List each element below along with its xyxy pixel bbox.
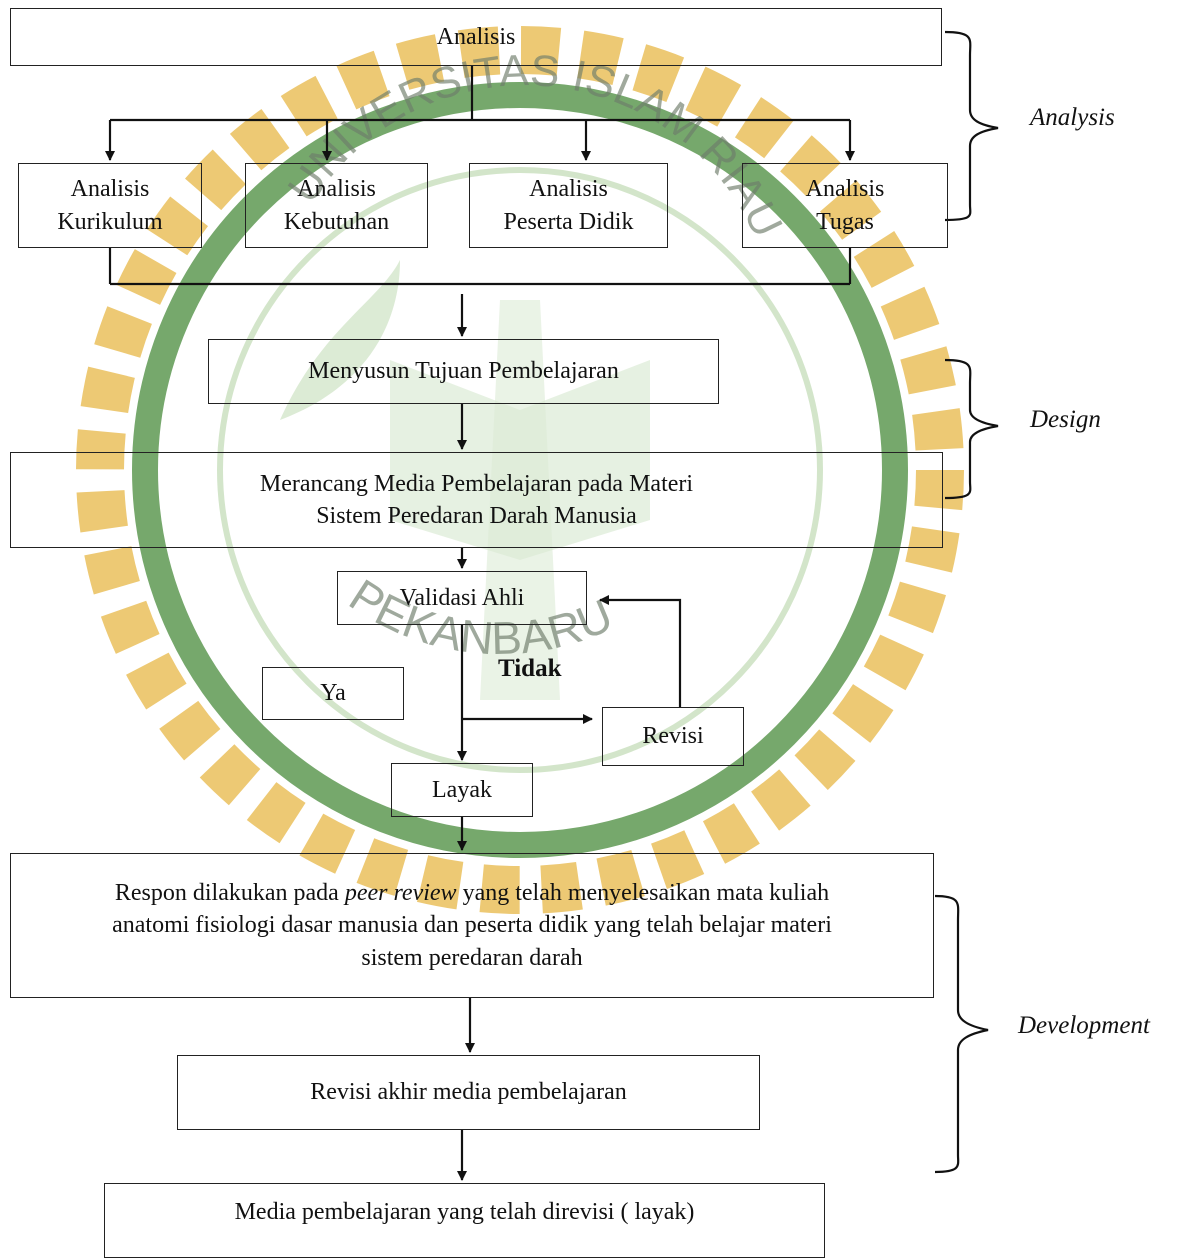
kurikulum-line1: Analisis — [70, 176, 150, 203]
respon-line1: Respon dilakukan pada peer review yang t… — [112, 877, 832, 909]
respon-line1-end: yang telah menyelesaikan mata kuliah — [456, 879, 830, 906]
box-revisi-akhir: Revisi akhir media pembelajaran — [177, 1055, 760, 1130]
box-ya: Ya — [262, 667, 404, 720]
brace-design — [944, 358, 999, 500]
box-revisi: Revisi — [602, 707, 744, 766]
kebutuhan-line2: Kebutuhan — [283, 208, 390, 235]
seal-inner-ring — [132, 82, 908, 858]
peserta-line2: Peserta Didik — [503, 208, 634, 235]
arrow-revisi-back — [599, 595, 682, 707]
ya-label: Ya — [320, 680, 346, 707]
tujuan-label: Menyusun Tujuan Pembelajaran — [308, 358, 619, 385]
box-analisis-label: Analisis — [436, 23, 516, 50]
kebutuhan-line1: Analisis — [297, 176, 376, 203]
respon-line3: sistem peredaran darah — [361, 944, 583, 971]
seal-outer-ring — [76, 26, 964, 914]
box-merancang-media: Merancang Media Pembelajaran pada Materi… — [10, 452, 943, 548]
box-respon: Respon dilakukan pada peer review yang t… — [10, 853, 934, 998]
box-analisis-tugas: Analisis Tugas — [742, 163, 948, 248]
media-hasil-label: Media pembelajaran yang telah direvisi (… — [234, 1199, 695, 1225]
layak-label: Layak — [432, 776, 492, 803]
tugas-line2: Tugas — [816, 208, 874, 235]
phase-development: Development — [1018, 1012, 1150, 1039]
box-validasi-ahli: Validasi Ahli — [337, 571, 587, 625]
box-analisis: Analisis — [10, 8, 942, 66]
box-media-hasil: Media pembelajaran yang telah direvisi (… — [104, 1183, 825, 1258]
tugas-line1: Analisis — [805, 176, 885, 203]
box-analisis-kurikulum: Analisis Kurikulum — [18, 163, 202, 248]
respon-line2: anatomi fisiologi dasar manusia dan pese… — [112, 912, 832, 939]
seal-tower-shape — [480, 300, 560, 700]
kurikulum-line2: Kurikulum — [57, 208, 163, 235]
brace-development — [934, 894, 989, 1174]
respon-line1-start: Respon dilakukan pada — [114, 879, 345, 906]
seal-leaf-shape — [280, 260, 400, 420]
peserta-line1: Analisis — [529, 176, 608, 203]
validasi-label: Validasi Ahli — [399, 584, 525, 611]
label-tidak: Tidak — [498, 655, 562, 682]
box-tujuan-pembelajaran: Menyusun Tujuan Pembelajaran — [208, 339, 719, 404]
revisi-label: Revisi — [642, 723, 704, 750]
phase-analysis: Analysis — [1030, 104, 1115, 131]
merancang-line2: Sistem Peredaran Darah Manusia — [316, 503, 637, 529]
phase-design: Design — [1030, 406, 1101, 433]
box-layak: Layak — [391, 763, 533, 817]
brace-analysis — [944, 30, 999, 222]
merancang-line1: Merancang Media Pembelajaran pada Materi — [259, 470, 694, 497]
respon-peer-review: peer review — [344, 879, 457, 906]
box-analisis-kebutuhan: Analisis Kebutuhan — [245, 163, 428, 248]
box-analisis-peserta-didik: Analisis Peserta Didik — [469, 163, 668, 248]
revisi-akhir-label: Revisi akhir media pembelajaran — [310, 1079, 627, 1106]
